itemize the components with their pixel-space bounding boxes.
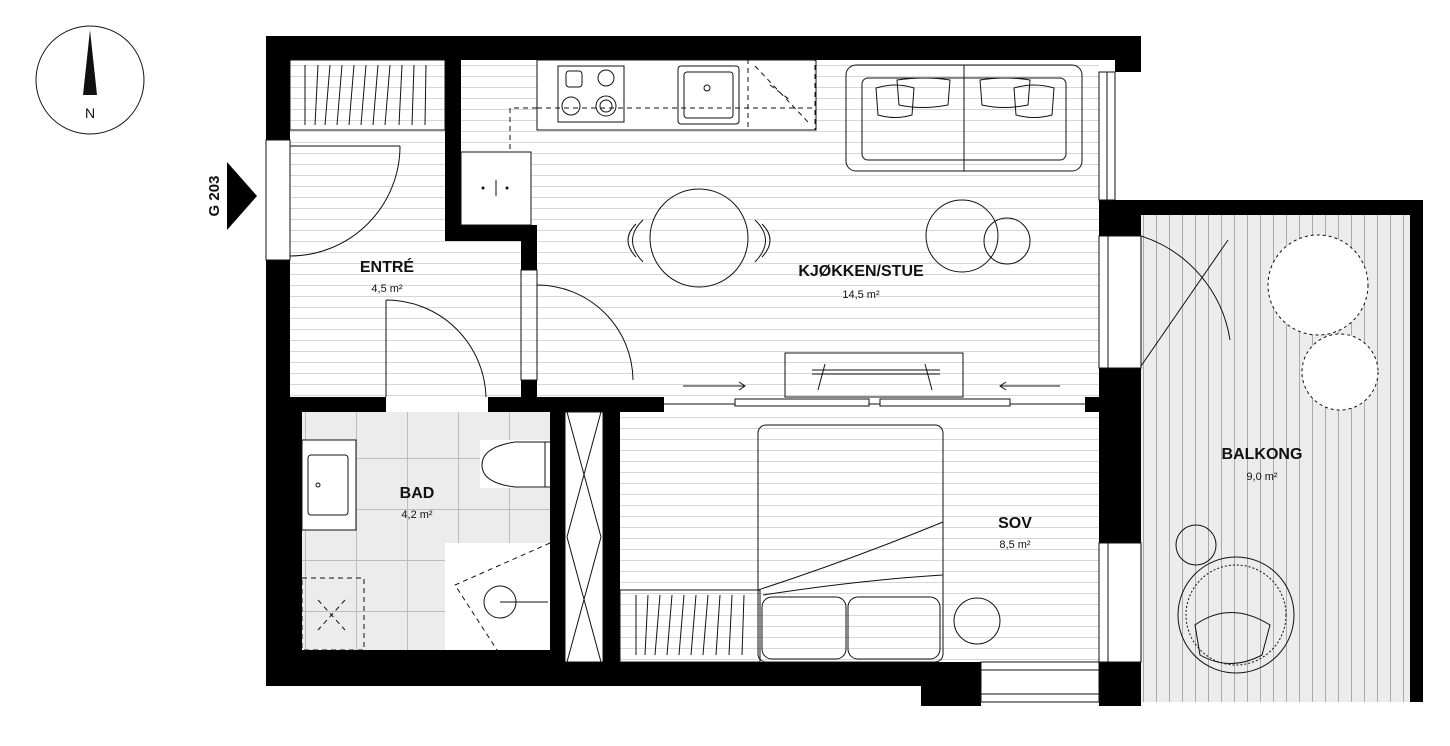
room-name-kjokken: KJØKKEN/STUE xyxy=(798,263,924,280)
bedroom-floor xyxy=(620,412,1099,662)
balcony-plants xyxy=(1267,234,1379,411)
room-name-entre: ENTRÉ xyxy=(360,257,415,276)
bed xyxy=(757,424,944,663)
room-area-kjokken: 14,5 m² xyxy=(842,289,880,301)
sofa xyxy=(845,64,1083,172)
room-area-balkong: 9,0 m² xyxy=(1246,471,1278,483)
compass: N xyxy=(35,25,145,135)
room-area-sov: 8,5 m² xyxy=(999,539,1031,551)
windows xyxy=(265,71,1142,703)
unit-label: G 203 xyxy=(206,176,223,217)
doors xyxy=(289,145,1231,407)
wardrobe-bedroom xyxy=(619,589,761,663)
kitchen-sink xyxy=(677,65,740,125)
room-name-bad: BAD xyxy=(400,485,435,502)
tv-unit xyxy=(784,352,964,398)
dining-table xyxy=(627,188,771,288)
walls xyxy=(266,36,1423,706)
room-area-entre: 4,5 m² xyxy=(371,283,403,295)
dishwasher xyxy=(747,59,816,131)
closet-corridor xyxy=(564,411,604,663)
kitchen-counter xyxy=(460,59,817,226)
balcony-chair xyxy=(1177,556,1295,674)
bedside-table xyxy=(953,597,1001,645)
coffee-tables xyxy=(925,199,1031,273)
cooktop xyxy=(557,65,625,123)
wardrobe-entre xyxy=(289,59,446,131)
room-name-sov: SOV xyxy=(998,515,1032,532)
balcony-side-table xyxy=(1175,524,1217,566)
entre-floor xyxy=(290,60,445,397)
room-area-bad: 4,2 m² xyxy=(401,509,433,521)
bathroom-fixtures xyxy=(301,439,551,651)
compass-label: N xyxy=(85,105,95,121)
unit-marker: G 203 xyxy=(206,162,257,230)
room-name-balkong: BALKONG xyxy=(1222,446,1303,463)
